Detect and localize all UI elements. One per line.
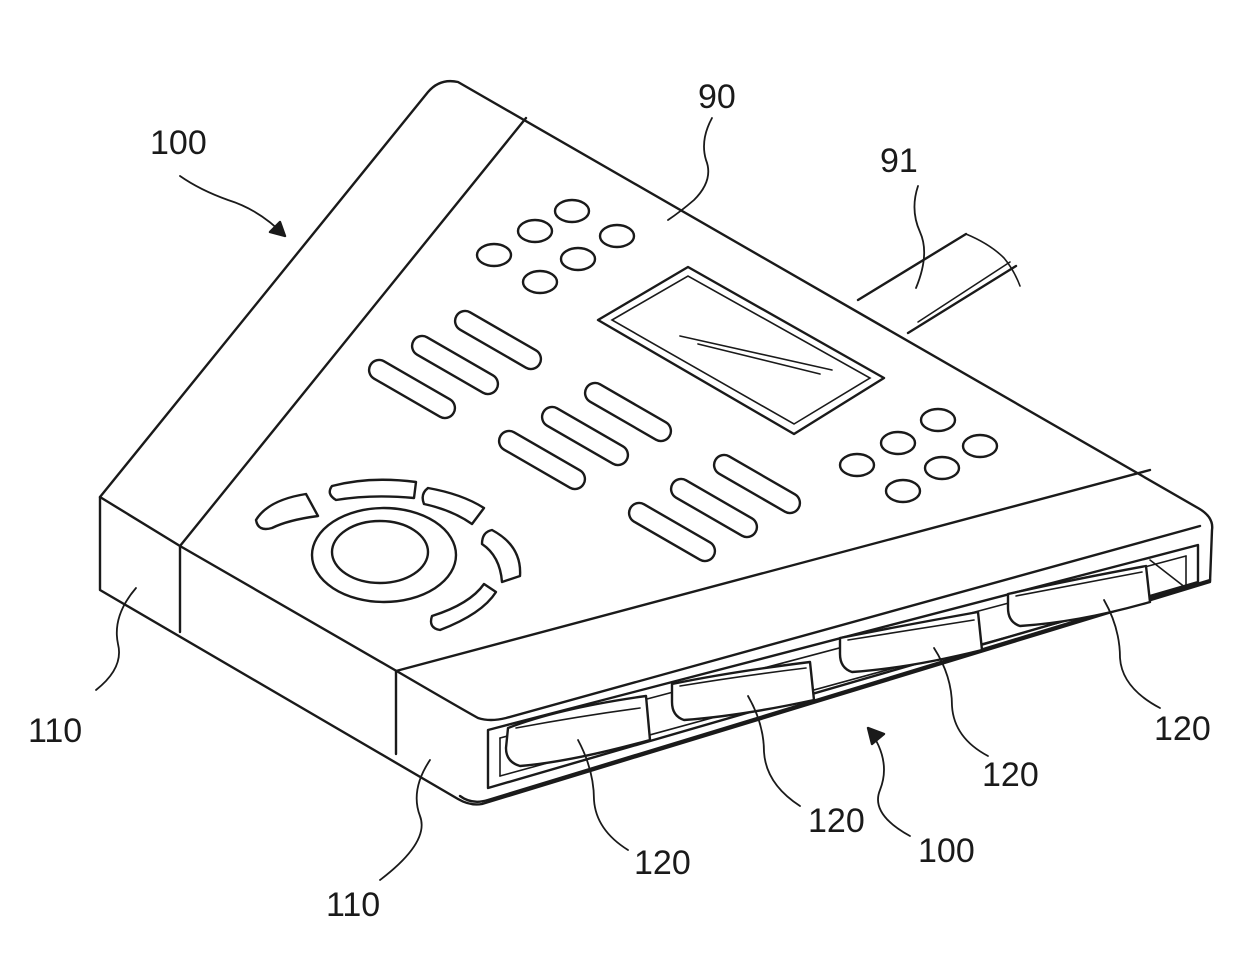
leader-120-4 [1104, 600, 1160, 708]
leader-91 [914, 186, 924, 288]
label-110-front: 110 [326, 886, 380, 924]
leader-100-bottom [868, 728, 910, 836]
arrow-100-bottom [868, 728, 884, 744]
leader-100-top [180, 176, 285, 236]
leader-90 [668, 118, 712, 220]
label-120-2: 120 [808, 802, 865, 840]
label-110-left: 110 [28, 712, 82, 750]
cable [858, 234, 1020, 333]
leader-120-3 [934, 648, 988, 756]
label-100-top: 100 [150, 124, 207, 162]
label-90: 90 [698, 78, 736, 116]
label-91: 91 [880, 142, 918, 180]
label-120-4: 120 [1154, 710, 1211, 748]
label-120-3: 120 [982, 756, 1039, 794]
label-120-1: 120 [634, 844, 691, 882]
label-100-bottom: 100 [918, 832, 975, 870]
